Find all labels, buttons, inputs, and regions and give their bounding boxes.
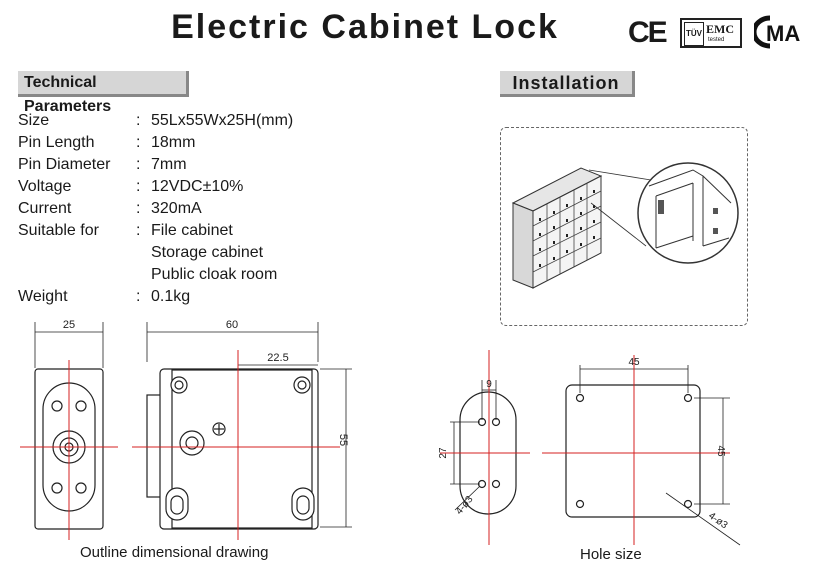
page-title: Electric Cabinet Lock [171,8,559,46]
ce-mark-logo: CE [628,16,668,49]
param-row: Suitable for:File cabinet [18,220,293,242]
param-name: Size [18,112,50,129]
param-value: Public cloak room [151,266,278,283]
param-name: Pin Length [18,134,95,151]
emc-tested-logo: TÜV EMC tested [680,18,742,48]
param-value: 18mm [151,134,196,151]
param-name [18,242,136,264]
parameters-list: Size:55Lx55Wx25H(mm) Pin Length:18mm Pin… [18,110,293,308]
param-row: Weight:0.1kg [18,286,293,308]
hole-size-drawing: 9 27 4-ø3 45 45 4-ø3 [438,350,741,546]
dim-slot-width: 9 [486,379,492,390]
dim-half: 22.5 [267,352,288,364]
param-value: File cabinet [151,222,233,239]
dim-slot-holes: 4-ø3 [454,494,476,517]
param-name: Pin Diameter [18,156,111,173]
tuv-icon: TÜV [684,22,704,46]
emc-label: EMC [706,22,734,36]
param-name [18,264,136,286]
param-name: Current [18,200,72,217]
param-value: 12VDC±10% [151,178,244,195]
param-row: Current:320mA [18,198,293,220]
cma-logo: MA [754,15,800,49]
dim-square-top: 45 [628,357,640,368]
outline-drawing-caption: Outline dimensional drawing [80,544,269,561]
installation-header: Installation [500,71,635,97]
param-row: Storage cabinet [18,242,293,264]
installation-illustration [511,162,739,289]
param-row: Pin Length:18mm [18,132,293,154]
param-name: Weight [18,288,68,305]
param-name: Suitable for [18,222,99,239]
dim-square-holes: 4-ø3 [706,510,730,531]
installation-illustration-frame [500,127,748,326]
outline-dimensional-drawing: 25 60 22.5 55 [20,319,352,540]
param-value: 7mm [151,156,187,173]
param-value: 0.1kg [151,288,191,305]
param-row: Public cloak room [18,264,293,286]
param-row: Size:55Lx55Wx25H(mm) [18,110,293,132]
param-row: Pin Diameter:7mm [18,154,293,176]
dim-square-side: 45 [715,445,726,457]
hole-size-caption: Hole size [580,546,642,563]
technical-parameters-header: Technical Parameters [18,71,189,115]
param-value: 320mA [151,200,202,217]
dim-slot-height: 27 [438,447,449,459]
cma-label: MA [766,21,800,46]
param-value: Storage cabinet [151,244,264,261]
dim-side-width: 25 [63,319,75,331]
dim-front-width: 60 [226,319,238,331]
param-row: Voltage:12VDC±10% [18,176,293,198]
param-name: Voltage [18,178,72,195]
param-value: 55Lx55Wx25H(mm) [151,112,294,129]
dim-height: 55 [337,434,349,446]
emc-sub-label: tested [708,37,725,43]
